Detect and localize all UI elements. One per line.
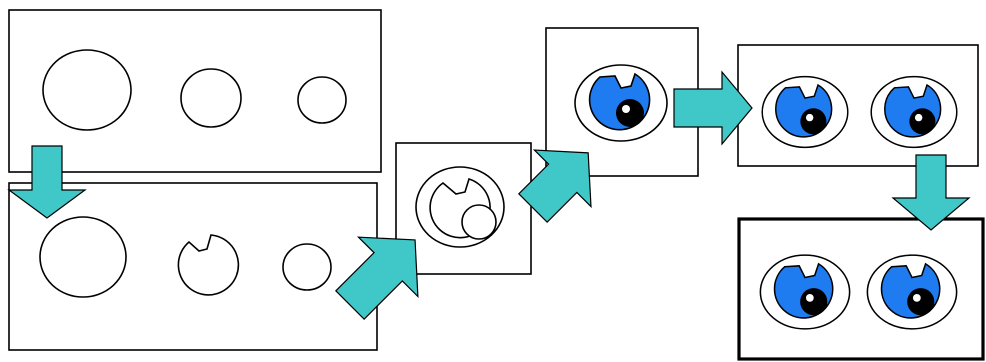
step-cut-circles (8, 182, 378, 351)
left-eye-icon (759, 254, 851, 330)
arrow-down-2-icon (891, 154, 971, 231)
large-circle (42, 49, 132, 131)
small-circle (297, 76, 347, 124)
flow-arrows (7, 70, 971, 320)
step-final-eye-pair (737, 217, 985, 361)
eye-icon (574, 64, 668, 142)
right-eye-icon (866, 254, 958, 330)
small-circle (282, 243, 332, 291)
step-eye-pair (737, 44, 979, 167)
arrow-right-1-icon (673, 70, 753, 146)
inner-circle (461, 204, 497, 240)
arrow-up-right-2-icon (518, 149, 592, 223)
step-three-circles (8, 9, 382, 173)
large-circle (39, 216, 127, 298)
notched-circle (177, 234, 240, 296)
arrow-up-right-1-icon (335, 236, 419, 320)
left-eye-icon (761, 75, 849, 149)
right-eye-icon (870, 75, 958, 149)
step-colored-eye (545, 27, 699, 177)
step-assembled-outline (395, 142, 532, 275)
arrow-down-1-icon (7, 145, 87, 219)
medium-circle (180, 68, 242, 128)
